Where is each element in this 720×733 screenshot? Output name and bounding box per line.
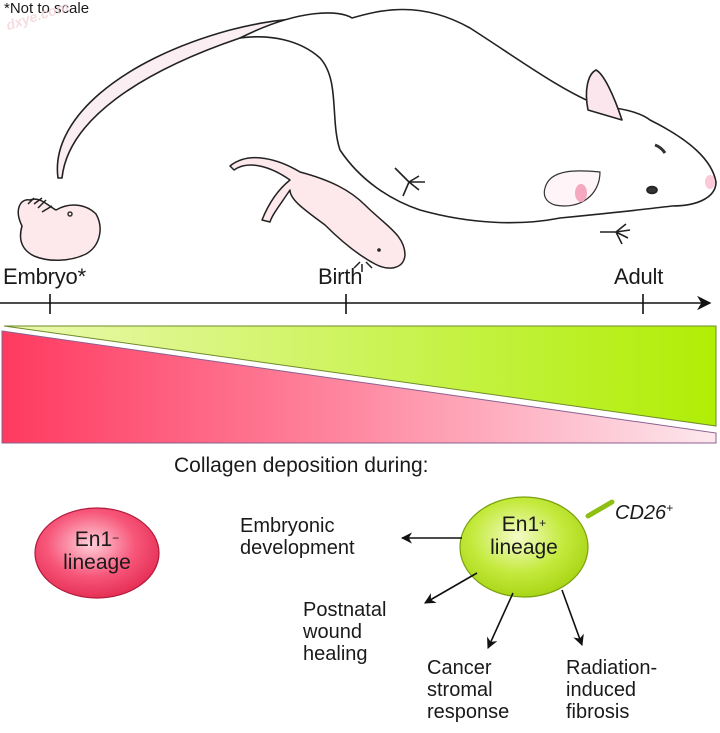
adult-mouse-front-paw <box>600 223 631 245</box>
outcome-line: healing <box>303 643 368 665</box>
outcome-line: response <box>427 701 510 723</box>
arrow-to-radiation-fibrosis <box>561 589 584 647</box>
outcome-line: Postnatal <box>303 599 387 621</box>
en1-negative-label: En1− lineage <box>47 528 147 574</box>
en1-positive-oval <box>459 496 589 598</box>
outcome-postnatal-wound-healing: Postnatal wound healing <box>303 599 386 665</box>
not-to-scale-note: *Not to scale <box>4 0 90 17</box>
outcome-embryonic-development: Embryonic development <box>240 515 355 559</box>
collagen-heading: Collagen deposition during: <box>174 454 429 477</box>
adult-mouse-illustration <box>56 8 717 245</box>
en1-positive-label: En1+ lineage <box>474 513 574 559</box>
cd26-sup: + <box>666 501 674 515</box>
en1-negative-sup: − <box>112 531 120 545</box>
outcome-line: Cancer <box>427 657 492 679</box>
en1-positive-name: En1 <box>501 513 540 536</box>
stage-label-birth: Birth <box>318 264 363 289</box>
outcome-line: Embryonic <box>240 515 335 537</box>
outcome-cancer-stromal-response: Cancer stromal response <box>427 657 509 723</box>
outcome-line: fibrosis <box>566 701 630 723</box>
en1-negative-wedge <box>1 330 717 444</box>
stage-label-embryo: Embryo* <box>3 264 86 289</box>
arrow-to-wound-healing <box>424 572 478 604</box>
en1-negative-line2: lineage <box>63 551 131 574</box>
embryo-illustration <box>17 197 101 261</box>
adult-mouse-body <box>239 8 717 224</box>
cd26-marker-label: CD26+ <box>615 501 674 525</box>
adult-mouse-ear <box>585 69 623 121</box>
adult-mouse-hind-paw <box>394 167 425 197</box>
outcome-line: wound <box>303 621 362 643</box>
cd26-marker-stalk <box>585 499 615 519</box>
outcome-line: development <box>240 537 355 559</box>
outcome-radiation-induced-fibrosis: Radiation- induced fibrosis <box>566 657 657 723</box>
arrow-to-cancer-stroma <box>487 592 514 650</box>
en1-positive-line2: lineage <box>490 536 558 559</box>
en1-negative-oval <box>34 507 160 599</box>
en1-negative-name: En1 <box>74 528 113 551</box>
timeline-axis <box>0 294 712 314</box>
stage-label-adult: Adult <box>614 264 664 289</box>
outcome-line: Radiation- <box>566 657 658 679</box>
newborn-pup-illustration <box>229 157 406 272</box>
en1-positive-sup: + <box>539 516 547 530</box>
en1-positive-wedge <box>3 325 717 427</box>
outcome-line: stromal <box>427 679 493 701</box>
outcome-line: induced <box>566 679 637 701</box>
cd26-text: CD26 <box>615 502 667 524</box>
adult-mouse-eye <box>646 185 658 195</box>
